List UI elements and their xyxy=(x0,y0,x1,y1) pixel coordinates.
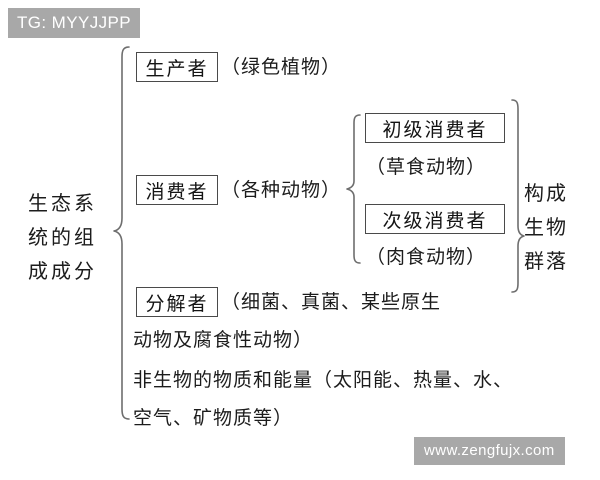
root-label-line-3: 成成分 xyxy=(28,259,97,283)
primary-consumer-term: 初级消费者 xyxy=(382,118,488,141)
biotic-community-brace xyxy=(511,99,525,293)
right-label-line-1: 构成 xyxy=(524,181,568,205)
abiotic-line-1: 非生物的物质和能量（太阳能、热量、水、 xyxy=(133,369,514,391)
primary-consumer-detail: （草食动物） xyxy=(366,156,487,178)
abiotic-line-2: 空气、矿物质等） xyxy=(133,407,294,429)
root-label: 生态系 统的组 成成分 xyxy=(28,186,128,288)
decomposer-term: 分解者 xyxy=(145,292,209,315)
decomposer-term-box: 分解者 xyxy=(136,287,218,317)
producer-detail: （绿色植物） xyxy=(221,56,342,78)
root-label-line-2: 统的组 xyxy=(28,225,97,249)
biotic-community-label: 构成 生物 群落 xyxy=(524,176,598,278)
decomposer-detail-line-2: 动物及腐食性动物） xyxy=(133,329,314,351)
watermark-bottom-right: www.zengfujx.com xyxy=(414,437,565,465)
secondary-consumer-term: 次级消费者 xyxy=(382,209,488,232)
consumer-detail: （各种动物） xyxy=(221,179,342,201)
secondary-consumer-detail: （肉食动物） xyxy=(366,246,487,268)
decomposer-detail-line-1: （细菌、真菌、某些原生 xyxy=(221,291,442,313)
producer-term-box: 生产者 xyxy=(136,52,218,82)
root-label-line-1: 生态系 xyxy=(28,191,97,215)
consumer-sub-brace xyxy=(346,114,361,264)
primary-consumer-term-box: 初级消费者 xyxy=(365,113,505,143)
right-label-line-3: 群落 xyxy=(524,249,568,273)
consumer-term: 消费者 xyxy=(145,180,209,203)
right-label-line-2: 生物 xyxy=(524,215,568,239)
secondary-consumer-term-box: 次级消费者 xyxy=(365,204,505,234)
consumer-term-box: 消费者 xyxy=(136,175,218,205)
producer-term: 生产者 xyxy=(145,57,209,80)
watermark-top-left: TG: MYYJJPP xyxy=(8,8,140,38)
